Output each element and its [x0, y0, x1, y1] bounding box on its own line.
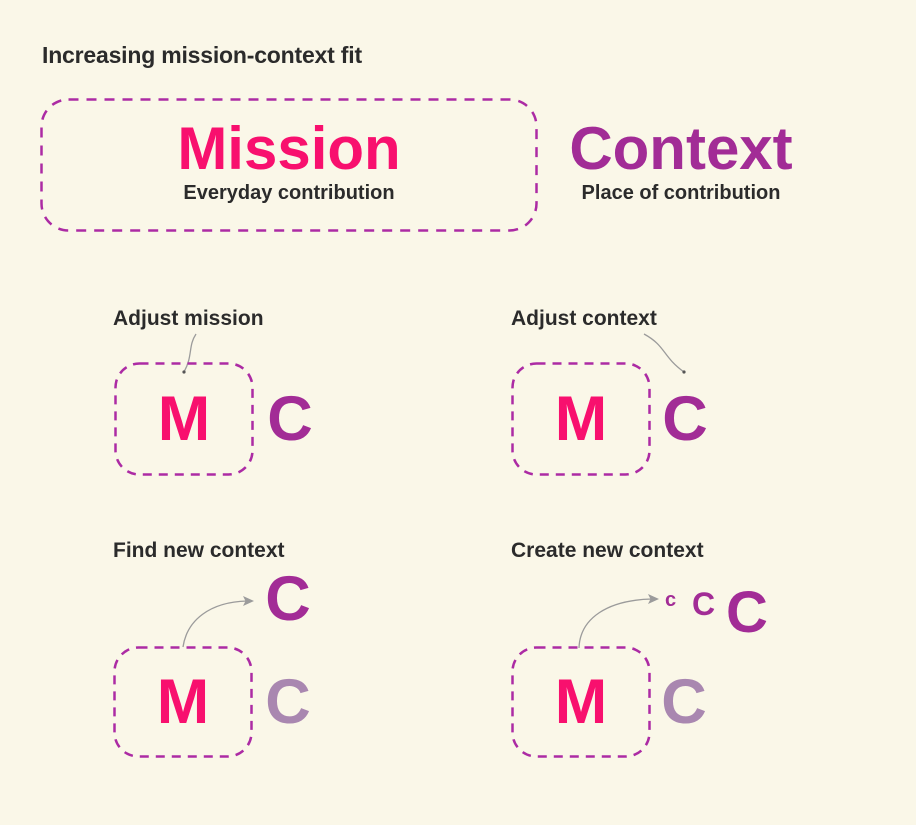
adjust-mission-dashed-box: [114, 362, 254, 476]
find-new-context-curved-arrow-icon: [182, 596, 254, 648]
mission-sublabel: Everyday contribution: [183, 181, 395, 204]
create-new-context-small-c-letter: c: [665, 589, 677, 611]
find-new-context-old-c-letter: C: [265, 666, 311, 737]
create-new-context-old-c-letter: C: [661, 666, 707, 737]
create-new-context-m-letter: M: [554, 666, 608, 737]
find-new-context-new-c-letter: C: [265, 563, 311, 634]
adjust-mission-leader-line: [182, 333, 197, 374]
adjust-mission-label: Adjust mission: [113, 307, 264, 330]
mission-block: Mission Everyday contribution: [40, 96, 538, 226]
context-label: Context: [569, 114, 793, 182]
adjust-mission-m-letter: M: [157, 383, 211, 454]
find-new-context-m-letter: M: [156, 666, 210, 737]
adjust-mission-c-letter: C: [267, 383, 313, 454]
context-sublabel: Place of contribution: [581, 181, 781, 204]
adjust-context-label: Adjust context: [511, 307, 657, 330]
adjust-context-c-letter: C: [662, 383, 708, 454]
create-new-context-big-c-letter: C: [726, 580, 768, 645]
mission-dashed-box: [40, 98, 538, 232]
adjust-context-dashed-box: [511, 362, 651, 476]
context-block: Context Place of contribution: [544, 96, 818, 226]
create-new-context-mid-c-letter: C: [692, 586, 716, 622]
create-new-context-curved-arrow-icon: [578, 594, 659, 649]
adjust-context-m-letter: M: [554, 383, 608, 454]
adjust-context-leader-line: [643, 333, 686, 374]
page-title: Increasing mission-context fit: [42, 42, 362, 68]
find-new-context-label: Find new context: [113, 539, 285, 562]
mission-label: Mission: [177, 114, 401, 182]
create-new-context-label: Create new context: [511, 539, 704, 562]
